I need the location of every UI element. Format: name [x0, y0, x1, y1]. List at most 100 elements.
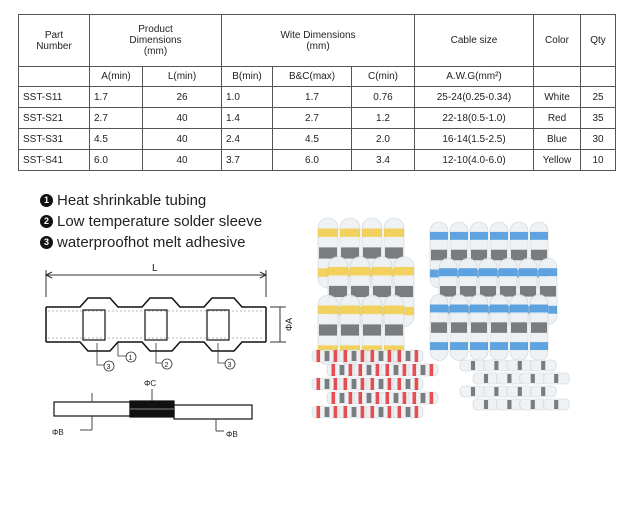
subheader-cell: C(min): [351, 66, 415, 87]
connector-tube: [407, 363, 439, 377]
connector-tube: [392, 349, 424, 363]
connector-tube: [496, 372, 523, 385]
connector-tube: [472, 372, 500, 385]
connector-tube: [509, 294, 529, 361]
connector-tube: [529, 385, 557, 398]
connector-tube: [519, 398, 547, 411]
connector-tube: [326, 391, 358, 405]
connector-diagram: L ΦA 3 1 2 3: [44, 263, 294, 439]
connector-tube: [529, 359, 557, 372]
callout-3: 3: [107, 364, 111, 371]
callout-3: 3: [228, 362, 232, 369]
table-cell: Yellow: [533, 149, 581, 171]
connector-tube: [407, 391, 439, 405]
connector-tube: [519, 372, 547, 385]
wire-splice: [53, 400, 253, 420]
table-cell: 2.0: [351, 128, 415, 150]
connector-tube: [483, 359, 510, 372]
connector-tube: [489, 294, 509, 361]
table-cell: SST-S31: [18, 128, 90, 150]
connector-tube: [483, 385, 510, 398]
label-c: ΦC: [144, 379, 156, 388]
legend-item: 3 waterproofhot melt adhesive: [40, 232, 262, 253]
label-b-right: ΦB: [226, 430, 238, 439]
table-cell: 25-24(0.25-0.34): [414, 86, 534, 108]
label-l: L: [152, 263, 158, 274]
subheader-blank: [580, 66, 616, 87]
table-cell: 1.7: [272, 86, 352, 108]
connector-tube: [380, 391, 412, 405]
table-row: SST-S31 4.5 40 2.4 4.5 2.0 16-14(1.5-2.5…: [18, 128, 616, 150]
product-photo: [311, 217, 570, 419]
number-badge-icon: 3: [40, 236, 53, 249]
table-cell: 2.7: [89, 107, 143, 129]
table-cell: Red: [533, 107, 581, 129]
legend-text: Low temperature solder sleeve: [57, 213, 263, 230]
yellow-connectors: [317, 217, 415, 366]
connector-tube: [311, 405, 343, 419]
callout-2: 2: [165, 362, 169, 369]
table-row: SST-S41 6.0 40 3.7 6.0 3.4 12-10(4.0-6.0…: [18, 149, 616, 171]
connector-tube: [365, 377, 397, 391]
connector-tube: [542, 372, 570, 385]
table-cell: 1.2: [351, 107, 415, 129]
connector-tube: [459, 385, 487, 398]
connector-tube: [472, 398, 500, 411]
subheader-cell: B(min): [221, 66, 273, 87]
clear-connectors: [459, 359, 570, 411]
subheader-cell: A(min): [89, 66, 143, 87]
table-cell: 4.5: [89, 128, 143, 150]
connector-tube: [506, 385, 534, 398]
connector-tube: [383, 294, 405, 366]
number-badge-icon: 1: [40, 194, 53, 207]
blue-connectors: [429, 221, 558, 361]
subheader-blank: [533, 66, 581, 87]
connector-tube: [311, 377, 343, 391]
table-cell: 25: [580, 86, 616, 108]
table-row: SST-S11 1.7 26 1.0 1.7 0.76 25-24(0.25-0…: [18, 86, 616, 108]
label-b-left: ΦB: [52, 428, 64, 437]
table-cell: SST-S11: [18, 86, 90, 108]
table-subheader-row: A(min) L(min) B(min) B&C(max) C(min) A.W…: [18, 66, 616, 87]
table-cell: 2.4: [221, 128, 273, 150]
table-cell: 35: [580, 107, 616, 129]
connector-tube: [429, 294, 449, 361]
table-cell: 3.4: [351, 149, 415, 171]
connector-tube: [392, 405, 424, 419]
table-row: SST-S21 2.7 40 1.4 2.7 1.2 22-18(0.5-1.0…: [18, 107, 616, 129]
subheader-cell: B&C(max): [272, 66, 352, 87]
connector-tube: [449, 294, 469, 361]
table-cell: SST-S21: [18, 107, 90, 129]
table-cell: 1.0: [221, 86, 273, 108]
callout-1: 1: [129, 355, 133, 362]
table-cell: 0.76: [351, 86, 415, 108]
table-cell: SST-S41: [18, 149, 90, 171]
sleeve-cross-section: [45, 297, 267, 352]
header-cable-size: Cable size: [414, 14, 534, 67]
dimension-a: [270, 306, 286, 343]
table-cell: 16-14(1.5-2.5): [414, 128, 534, 150]
connector-tube: [469, 294, 489, 361]
table-cell: 3.7: [221, 149, 273, 171]
table-cell: 1.4: [221, 107, 273, 129]
connector-tube: [338, 349, 370, 363]
connector-tube: [361, 294, 383, 366]
connector-tube: [365, 405, 397, 419]
connector-tube: [339, 294, 361, 366]
label-a: ΦA: [284, 318, 294, 331]
red-connectors: [311, 349, 439, 419]
table-cell: 6.0: [89, 149, 143, 171]
component-legend: 1 Heat shrinkable tubing 2 Low temperatu…: [40, 190, 262, 253]
legend-item: 2 Low temperature solder sleeve: [40, 211, 262, 232]
header-color: Color: [533, 14, 581, 67]
connector-tube: [529, 294, 549, 361]
table-cell: 10: [580, 149, 616, 171]
legend-item: 1 Heat shrinkable tubing: [40, 190, 262, 211]
table-cell: 40: [142, 149, 222, 171]
dimension-b-c: [80, 389, 224, 432]
table-cell: 22-18(0.5-1.0): [414, 107, 534, 129]
connector-tube: [496, 398, 523, 411]
